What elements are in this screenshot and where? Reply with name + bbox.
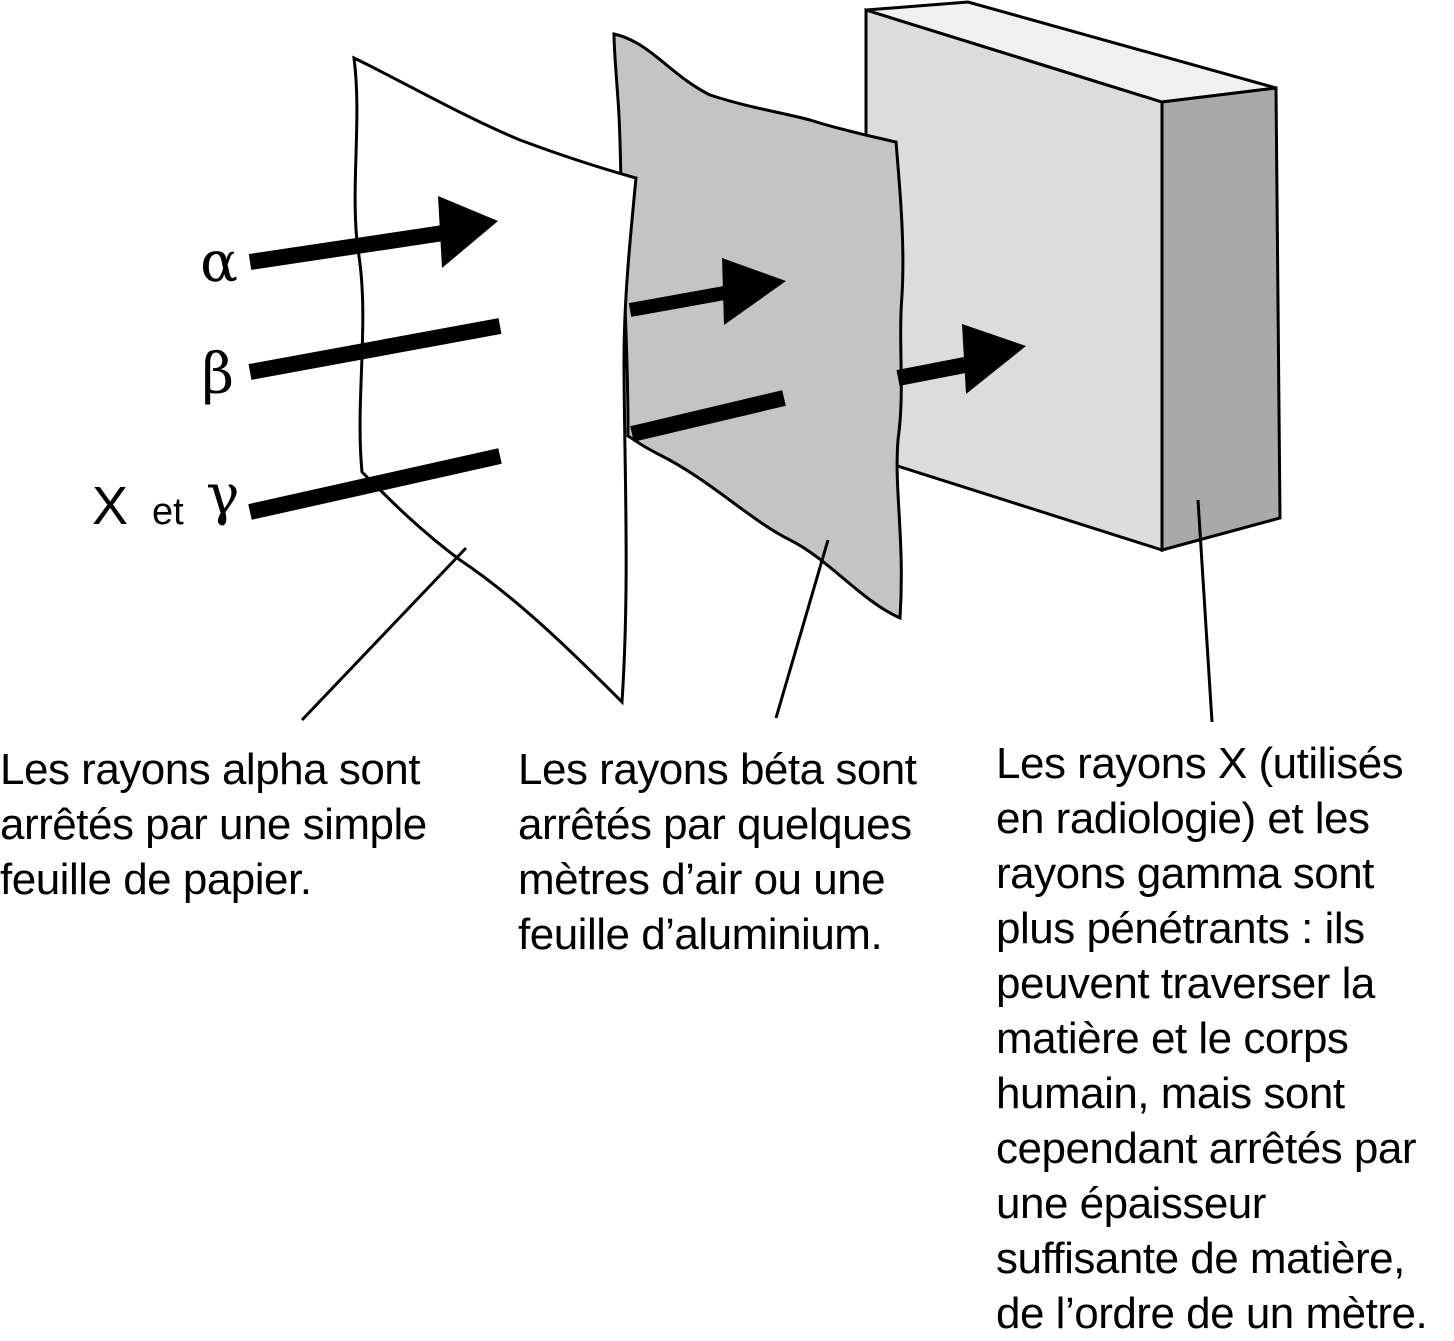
alpha-arrowhead — [438, 196, 498, 268]
gamma-label: γ — [206, 463, 239, 528]
xgamma-caption-leader — [1196, 499, 1214, 723]
caption-xgamma-line: rayons gamma sont — [996, 849, 1374, 898]
caption-x-gamma: Les rayons X (utilisés en radiologie) et… — [996, 736, 1428, 1341]
alpha-arrow — [248, 196, 498, 270]
caption-beta-line: mètres d’air ou une — [518, 855, 886, 904]
alpha-label: α — [200, 230, 238, 295]
paper-sheet — [352, 55, 638, 706]
caption-xgamma-line: matière et le corps — [996, 1014, 1349, 1063]
et-label: et — [152, 491, 184, 533]
caption-xgamma-line: Les rayons X (utilisés — [996, 739, 1404, 788]
block-side-face — [1160, 86, 1282, 552]
caption-beta: Les rayons béta sont arrêtés par quelque… — [518, 742, 917, 962]
caption-xgamma-line: de l’ordre de un mètre. — [996, 1289, 1428, 1338]
aluminium-sheet — [612, 32, 905, 621]
caption-beta-line: arrêtés par quelques — [518, 800, 912, 849]
x-label: X — [92, 476, 128, 536]
caption-alpha: Les rayons alpha sont arrêtés par une si… — [0, 742, 427, 907]
caption-xgamma-line: peuvent traverser la — [996, 959, 1375, 1008]
caption-xgamma-line: cependant arrêtés par — [996, 1124, 1417, 1173]
xgamma-ray — [248, 448, 502, 520]
beta-caption-leader — [774, 539, 830, 719]
caption-xgamma-line: plus pénétrants : ils — [996, 904, 1365, 953]
caption-alpha-line: arrêtés par une simple — [0, 800, 427, 849]
xgamma-ray-aluminium-segment — [630, 390, 786, 442]
beta-arrowhead — [722, 258, 786, 325]
block-front-face — [864, 7, 1164, 553]
beta-arrow-segment — [628, 258, 786, 325]
caption-alpha-line: feuille de papier. — [0, 855, 312, 904]
concrete-block — [864, 0, 1282, 553]
caption-xgamma-line: humain, mais sont — [996, 1069, 1345, 1118]
caption-beta-line: Les rayons béta sont — [518, 745, 917, 794]
xgamma-arrowhead — [962, 324, 1026, 394]
xgamma-arrow — [896, 324, 1026, 394]
beta-label: β — [202, 342, 234, 407]
caption-xgamma-line: une épaisseur — [996, 1179, 1266, 1228]
caption-beta-line: feuille d’aluminium. — [518, 910, 883, 959]
caption-xgamma-line: suffisante de matière, — [996, 1234, 1405, 1283]
caption-alpha-line: Les rayons alpha sont — [0, 745, 421, 794]
beta-ray — [248, 318, 502, 380]
alpha-caption-leader — [300, 546, 468, 722]
caption-xgamma-line: en radiologie) et les — [996, 794, 1370, 843]
